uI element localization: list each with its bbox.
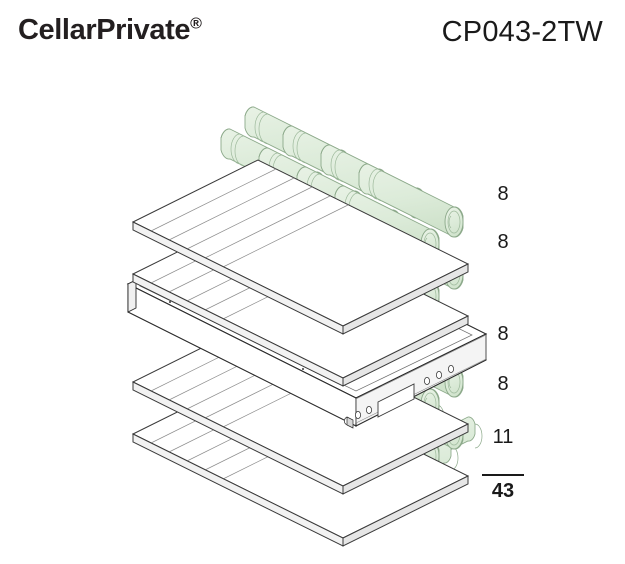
button-hole[interactable] <box>354 410 361 419</box>
button-hole[interactable] <box>447 364 454 373</box>
capacity-total-value: 43 <box>491 480 515 502</box>
brand-name: CellarPrivate <box>18 14 191 46</box>
capacity-value: 8 <box>497 183 509 205</box>
button-hole[interactable] <box>365 405 372 414</box>
capacity-value: 8 <box>497 231 509 253</box>
product-exploded-diagram <box>0 62 625 564</box>
capacity-row: 8 <box>482 324 524 344</box>
capacity-row: 11 <box>482 427 524 447</box>
latch-notch <box>346 416 354 429</box>
model-number: CP043-2TW <box>441 16 603 48</box>
button-hole[interactable] <box>423 376 430 385</box>
wine-rack-isometric-svg <box>126 106 488 547</box>
capacity-row: 8 <box>482 232 524 252</box>
capacity-row: 8 <box>482 374 524 394</box>
control-panel[interactable] <box>343 334 487 425</box>
capacity-column: 8 8 8 8 11 43 <box>482 62 542 502</box>
registered-trademark-icon: ® <box>190 15 202 33</box>
capacity-value: 8 <box>497 373 509 395</box>
button-hole[interactable] <box>435 370 442 379</box>
shelf-slab <box>131 159 470 335</box>
page-header: CellarPrivate® CP043-2TW <box>0 0 625 62</box>
capacity-value: 8 <box>497 323 509 345</box>
screw-mark <box>301 367 305 371</box>
capacity-total: 43 <box>482 474 524 501</box>
capacity-row: 8 <box>482 184 524 204</box>
capacity-value: 11 <box>492 426 514 448</box>
level-shelf-1 <box>131 106 470 335</box>
display-window <box>377 383 415 418</box>
brand-logo: CellarPrivate® <box>18 14 202 47</box>
screw-mark <box>168 300 172 304</box>
